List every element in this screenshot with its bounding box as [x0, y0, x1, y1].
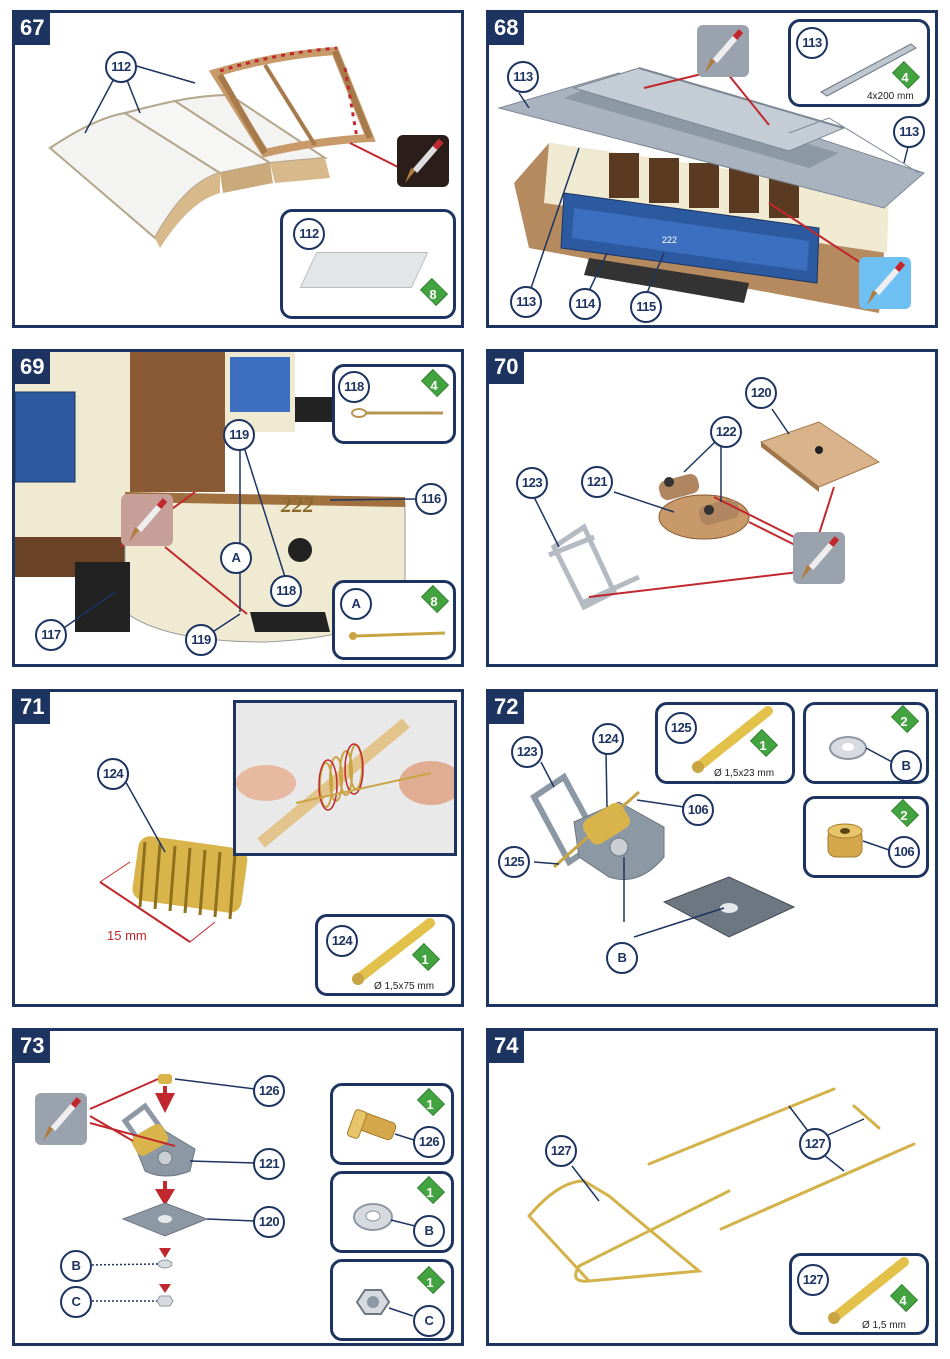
callout-127: 127 — [545, 1135, 577, 1167]
step-panel-71: 71 124 15 mm 124 — [12, 689, 464, 1007]
callout-B: B — [413, 1215, 445, 1247]
tram-number-label: 222 — [662, 235, 677, 245]
callout-113: 113 — [510, 286, 542, 318]
step-number: 74 — [489, 1031, 524, 1063]
dimension-label: Ø 1,5x23 mm — [714, 768, 774, 779]
callout-118: 118 — [338, 371, 370, 403]
paintbrush-icon — [697, 25, 749, 77]
paintbrush-icon — [859, 257, 911, 309]
part-box-126: 1 126 — [330, 1083, 454, 1165]
part-box-112: 112 8 — [280, 209, 456, 319]
callout-120: 120 — [253, 1206, 285, 1238]
callout-119: 119 — [185, 624, 217, 656]
winding-photo — [233, 700, 457, 856]
callout-127: 127 — [797, 1264, 829, 1296]
callout-106: 106 — [888, 836, 920, 868]
paintbrush-icon — [35, 1093, 87, 1145]
callout-126: 126 — [413, 1126, 445, 1158]
trolley-base-illustration — [489, 352, 938, 667]
step-number: 68 — [489, 13, 524, 45]
quantity-diamond-icon: 1 — [410, 949, 440, 971]
step-panel-73: 73 126 121 120 B C 1 126 1 — [12, 1028, 464, 1346]
callout-119: 119 — [223, 419, 255, 451]
quantity-diamond-icon: 8 — [418, 284, 448, 306]
part-box-125: 125 1 Ø 1,5x23 mm — [655, 702, 795, 784]
plate-112 — [300, 252, 429, 288]
step-number: 67 — [15, 13, 50, 45]
step-panel-67: 67 112 112 8 — [12, 10, 464, 328]
part-box-106: 2 106 — [803, 796, 929, 878]
callout-B: B — [890, 750, 922, 782]
callout-B: B — [60, 1250, 92, 1282]
step-number: 70 — [489, 352, 524, 384]
quantity-diamond-icon: 4 — [419, 375, 449, 397]
quantity-diamond-icon: 1 — [415, 1182, 445, 1204]
dimension-label: 4x200 mm — [867, 91, 914, 102]
callout-126: 126 — [253, 1075, 285, 1107]
callout-106: 106 — [682, 794, 714, 826]
callout-127: 127 — [799, 1128, 831, 1160]
quantity-diamond-icon: 8 — [419, 591, 449, 613]
dimension-label: Ø 1,5 mm — [862, 1320, 906, 1331]
callout-120: 120 — [745, 377, 777, 409]
part-box-127: 127 4 Ø 1,5 mm — [789, 1253, 929, 1335]
step-number: 69 — [15, 352, 50, 384]
part-box-B: 1 B — [330, 1171, 454, 1253]
callout-113: 113 — [893, 116, 925, 148]
callout-B: B — [606, 942, 638, 974]
callout-115: 115 — [630, 291, 662, 323]
callout-123: 123 — [511, 736, 543, 768]
callout-112: 112 — [293, 218, 325, 250]
callout-121: 121 — [581, 466, 613, 498]
step-panel-72: 72 123 124 106 125 B 125 1 Ø 1,5x23 mm 2… — [486, 689, 938, 1007]
callout-121: 121 — [253, 1148, 285, 1180]
callout-122: 122 — [710, 416, 742, 448]
dimension-label: Ø 1,5x75 mm — [374, 981, 434, 992]
step-panel-74: 74 127 127 127 4 Ø 1,5 mm — [486, 1028, 938, 1346]
callout-A: A — [340, 588, 372, 620]
callout-117: 117 — [35, 619, 67, 651]
step-number: 73 — [15, 1031, 50, 1063]
part-box-A: A 8 — [332, 580, 456, 660]
quantity-diamond-icon: 1 — [415, 1272, 445, 1294]
paintbrush-icon — [121, 494, 173, 546]
callout-A: A — [220, 542, 252, 574]
spring-length-label: 15 mm — [107, 928, 147, 943]
callout-112: 112 — [105, 51, 137, 83]
callout-116: 116 — [415, 483, 447, 515]
step-number: 72 — [489, 692, 524, 724]
paintbrush-icon — [793, 532, 845, 584]
quantity-diamond-icon: 4 — [888, 1290, 918, 1312]
callout-113: 113 — [796, 27, 828, 59]
part-box-113: 113 4 4x200 mm — [788, 19, 930, 107]
part-box-C: 1 C — [330, 1259, 454, 1341]
part-box-118: 118 4 — [332, 364, 456, 444]
quantity-diamond-icon: 1 — [748, 735, 778, 757]
quantity-diamond-icon: 1 — [415, 1094, 445, 1116]
callout-125: 125 — [665, 712, 697, 744]
part-box-B: 2 B — [803, 702, 929, 784]
callout-124: 124 — [326, 925, 358, 957]
callout-114: 114 — [569, 288, 601, 320]
step-panel-68: 68 222 113 113 113 114 115 — [486, 10, 938, 328]
step-panel-69: 69 222 119 116 A 118 117 119 118 4 A — [12, 349, 464, 667]
callout-123: 123 — [516, 467, 548, 499]
callout-C: C — [60, 1286, 92, 1318]
step-number: 71 — [15, 692, 50, 724]
part-box-124: 124 1 Ø 1,5x75 mm — [315, 914, 455, 996]
callout-124: 124 — [97, 758, 129, 790]
tram-number: 222 — [281, 492, 314, 518]
callout-118: 118 — [270, 575, 302, 607]
callout-125: 125 — [498, 846, 530, 878]
step-panel-70: 70 120 122 123 121 — [486, 349, 938, 667]
quantity-diamond-icon: 2 — [889, 805, 919, 827]
callout-113: 113 — [507, 61, 539, 93]
paintbrush-icon — [397, 135, 449, 187]
quantity-diamond-icon: 2 — [889, 711, 919, 733]
callout-124: 124 — [592, 723, 624, 755]
callout-C: C — [413, 1305, 445, 1337]
quantity-diamond-icon: 4 — [890, 67, 920, 89]
